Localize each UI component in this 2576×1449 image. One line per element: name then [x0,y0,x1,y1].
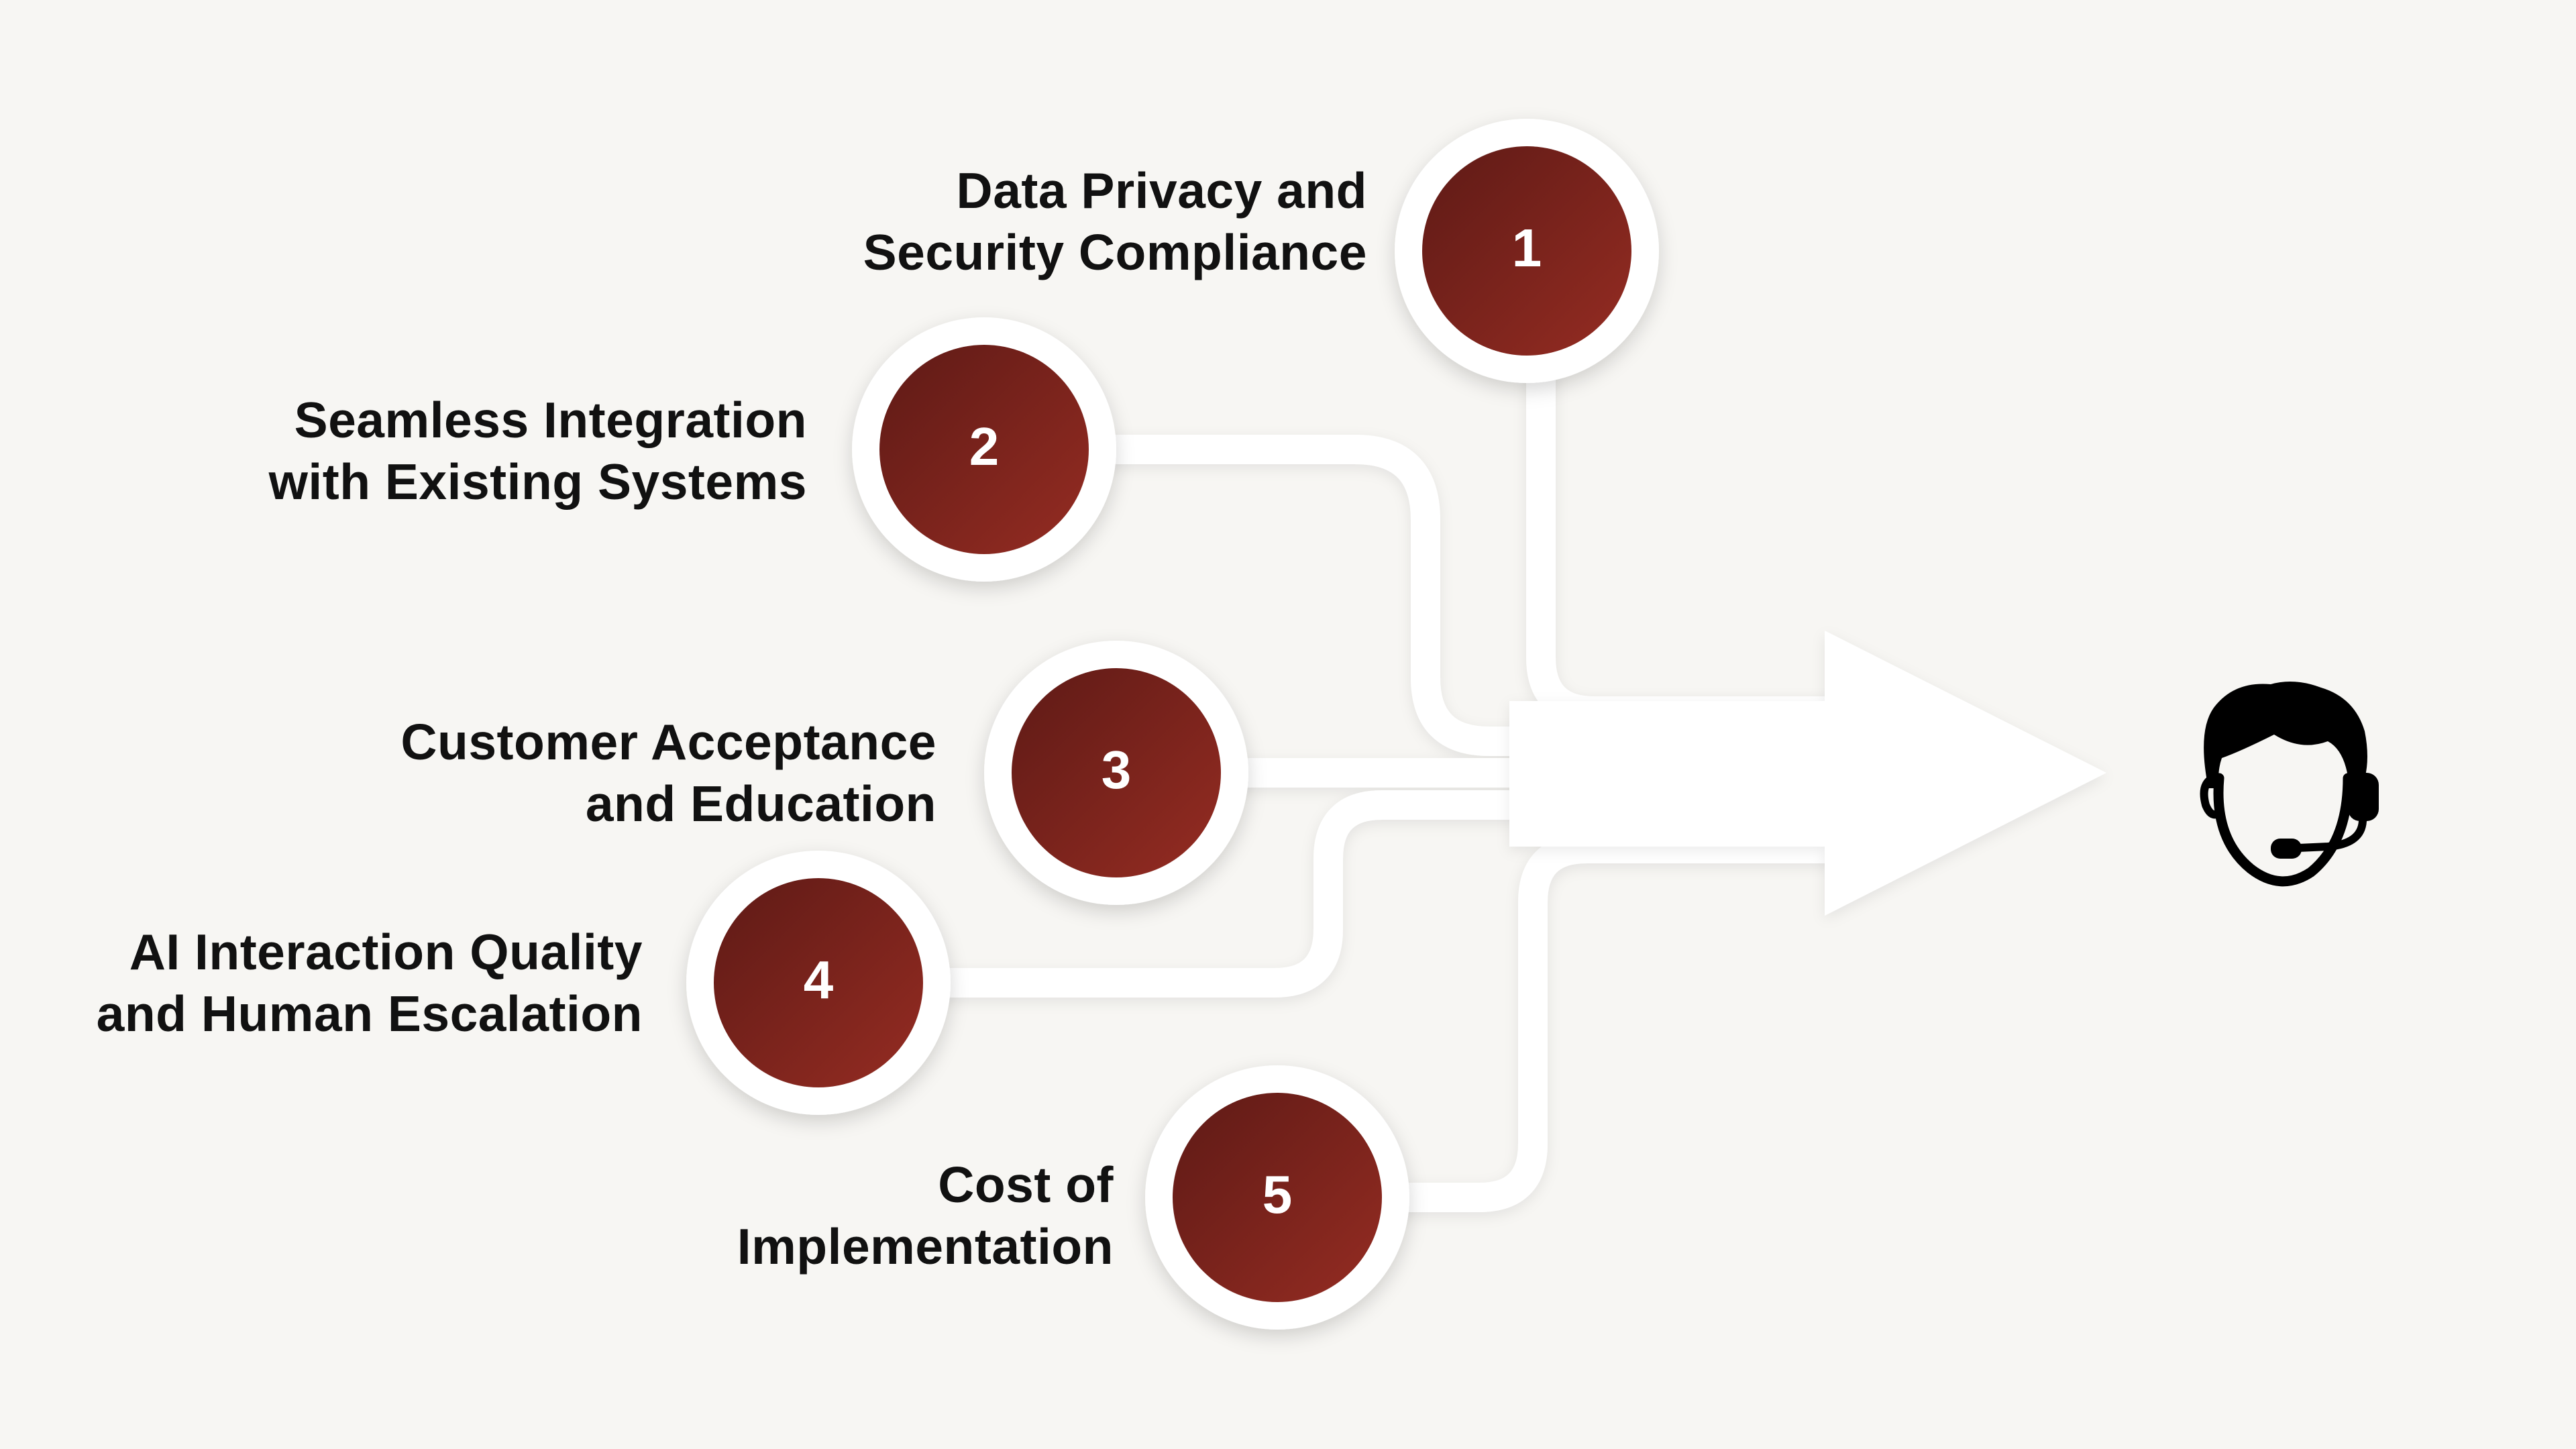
connector-2 [1075,435,1866,756]
step-5-label-line1: Cost of [938,1157,1114,1213]
step-3-label-line1: Customer Acceptance [400,714,936,770]
step-5-number: 5 [1263,1165,1293,1224]
step-4-label-line1: AI Interaction Quality [129,924,643,980]
step-2-label: Seamless Integration with Existing Syste… [269,389,807,513]
connector-4 [931,790,1866,998]
connector-5 [1367,834,1866,1212]
step-5-label-line2: Implementation [737,1218,1114,1275]
customer-support-agent-headset-icon [2200,682,2379,887]
step-3-label-line2: and Education [585,775,936,832]
step-2-node: 2 [852,317,1116,582]
step-2-label-line2: with Existing Systems [268,453,807,510]
step-4-number: 4 [804,950,834,1010]
step-5-node: 5 [1145,1065,1409,1330]
step-1-number: 1 [1512,218,1542,278]
step-3-label: Customer Acceptance and Education [400,711,936,835]
step-1-label: Data Privacy and Security Compliance [863,160,1367,283]
step-2-label-line1: Seamless Integration [294,392,807,448]
step-4-node: 4 [686,851,951,1115]
step-1-node: 1 [1395,119,1659,383]
step-1-label-line2: Security Compliance [863,224,1367,280]
step-2-number: 2 [969,417,1000,476]
step-4-label: AI Interaction Quality and Human Escalat… [97,921,643,1044]
step-3-node: 3 [984,641,1248,905]
step-1-label-line1: Data Privacy and [956,162,1367,219]
step-5-label: Cost of Implementation [737,1154,1114,1277]
step-3-number: 3 [1102,740,1132,800]
main-arrow [1509,631,2106,916]
step-4-label-line2: and Human Escalation [96,985,643,1042]
connector-1 [1526,361,1866,726]
